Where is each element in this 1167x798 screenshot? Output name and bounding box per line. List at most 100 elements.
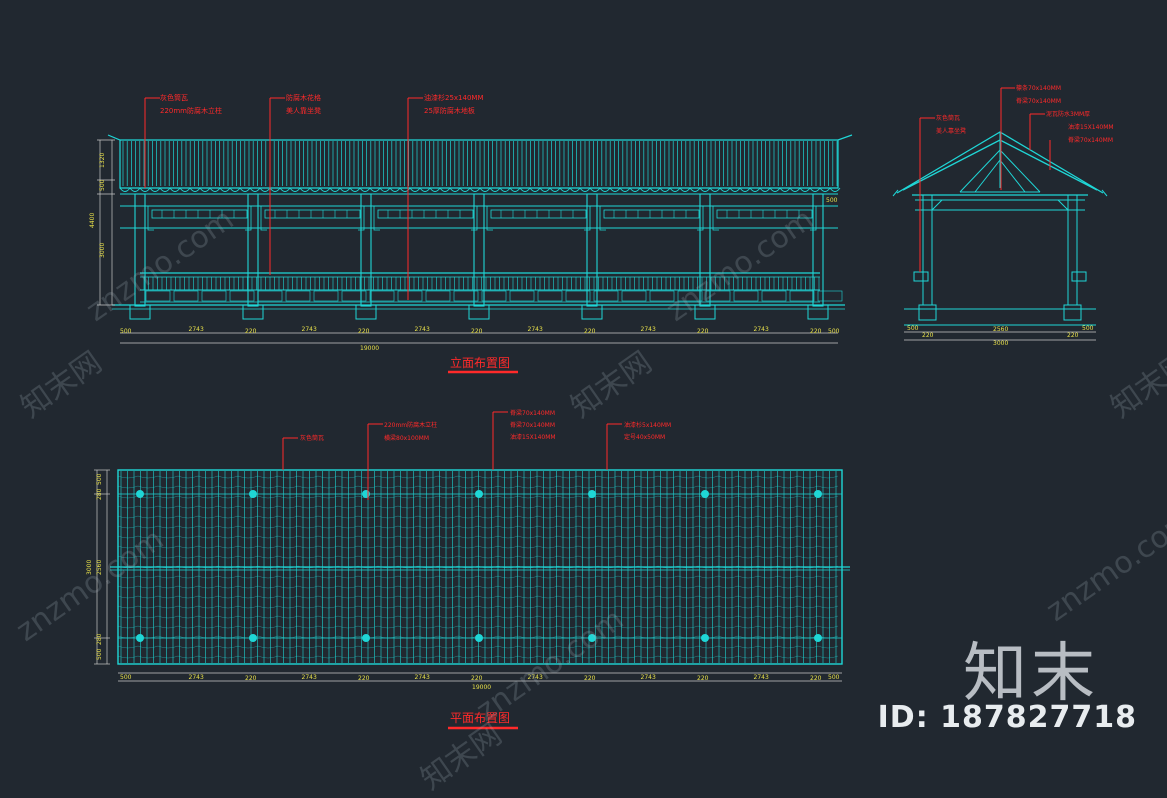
plan-tile-wave	[117, 525, 839, 529]
eave-scallop	[149, 187, 161, 192]
plan-post	[588, 490, 596, 498]
bench-panel	[481, 290, 507, 302]
bench-panel	[537, 290, 563, 302]
column-footing	[581, 304, 603, 320]
roof-outline	[107, 134, 853, 189]
title-plan: 平面布置图	[450, 711, 510, 725]
eave-scallop	[519, 187, 531, 192]
title-elevation: 立面布置图	[450, 355, 510, 370]
plan-dim-total: 19000	[472, 684, 491, 691]
bench-panel	[733, 290, 759, 302]
eave-scallop	[739, 187, 751, 192]
plan-post	[814, 490, 822, 498]
bench-panel	[257, 290, 283, 302]
eave-scallop	[169, 187, 181, 192]
elev-dim-h2: 500	[99, 179, 106, 191]
dim-span: 2743	[528, 326, 543, 333]
side-dim-span: 2560	[993, 326, 1008, 333]
side-label-1: 脊梁70x140MM	[1016, 97, 1061, 105]
side-label-2: 灰色筒瓦	[936, 114, 960, 122]
column	[247, 193, 259, 307]
plan-tile-wave	[117, 535, 839, 539]
lattice-bracket	[712, 206, 817, 231]
bench-panel	[313, 290, 339, 302]
eave-scallop	[159, 187, 171, 192]
plan-tile-wave	[117, 615, 839, 619]
dim-col: 220	[584, 675, 596, 682]
eave-scallop	[529, 187, 541, 192]
eave-scallop	[829, 187, 841, 192]
plan-post	[701, 634, 709, 642]
elev-label-3: 美人靠坐凳	[286, 106, 321, 115]
eave-scallop	[319, 187, 331, 192]
dim-col: 220	[245, 675, 257, 682]
eave-scallop	[349, 187, 361, 192]
bench-railing	[140, 272, 843, 303]
lattice-panel	[716, 209, 813, 219]
side-label-6: 脊梁70x140MM	[1068, 136, 1113, 144]
plan-dim-p1-bot: 280	[96, 633, 103, 645]
bench-panel	[369, 290, 395, 302]
column-footing	[129, 304, 151, 320]
eave-scallop	[489, 187, 501, 192]
plan-tile-wave	[117, 645, 839, 649]
plan-label-0: 灰色筒瓦	[300, 434, 324, 442]
bench-panel	[173, 290, 199, 302]
plan-tile-wave	[117, 485, 839, 489]
eave-scallop	[339, 187, 351, 192]
plan-dim-p4: 2560	[96, 560, 103, 575]
dim-edge: 500	[120, 328, 132, 335]
dim-span: 2743	[641, 326, 656, 333]
plan-post	[362, 634, 370, 642]
side-elevation: 檩条70x140MM 脊梁70x140MM 灰色筒瓦 美人靠坐凳 泥瓦防水3MM…	[892, 84, 1114, 347]
plan-label-6: 油漆杉5x140MM	[624, 421, 671, 429]
plan-tile-wave	[117, 605, 839, 609]
dim-span: 2743	[641, 674, 656, 681]
elev-label-5: 25厚防腐木地板	[424, 106, 475, 115]
bench-panel	[229, 290, 255, 302]
eave-scallop	[299, 187, 311, 192]
plan-tile-wave	[117, 625, 839, 629]
eave-scallop	[469, 187, 481, 192]
column	[360, 193, 372, 307]
column	[134, 193, 146, 307]
dim-col: 220	[245, 328, 257, 335]
bench-panel	[705, 290, 731, 302]
side-label-5: 油漆15X140MM	[1068, 123, 1114, 131]
dim-col: 220	[471, 675, 483, 682]
column-footing	[355, 304, 377, 320]
plan-post	[249, 490, 257, 498]
plan-post	[475, 634, 483, 642]
column	[812, 193, 824, 307]
eave-scallop	[139, 187, 151, 192]
dim-span: 2743	[189, 674, 204, 681]
plan-dim-p1-top: 280	[96, 488, 103, 500]
dim-col: 220	[471, 328, 483, 335]
eave-scallop	[629, 187, 641, 192]
column	[699, 193, 711, 307]
eave-scallop	[129, 187, 141, 192]
eave-scallop	[639, 187, 651, 192]
eave-scallop	[259, 187, 271, 192]
bench-panel	[761, 290, 787, 302]
eave-scallop	[749, 187, 761, 192]
plan-post	[362, 490, 370, 498]
bench-panel	[425, 290, 451, 302]
eave-scallop	[459, 187, 471, 192]
column-footing	[807, 304, 829, 320]
lattice-bracket	[599, 206, 704, 231]
bench-panel	[677, 290, 703, 302]
side-dim-col-l: 220	[922, 332, 934, 339]
plan-tile-wave	[117, 555, 839, 559]
eave-scallop	[369, 187, 381, 192]
eave-scallop	[419, 187, 431, 192]
eave-scallop	[409, 187, 421, 192]
eave-scallop	[819, 187, 831, 192]
eave-scallops	[119, 187, 841, 192]
eave-scallop	[729, 187, 741, 192]
bench-panel	[145, 290, 171, 302]
eave-scallop	[329, 187, 341, 192]
dim-span: 2743	[754, 326, 769, 333]
plan-dim-p2-bot: 500	[96, 648, 103, 660]
eave-scallop	[679, 187, 691, 192]
